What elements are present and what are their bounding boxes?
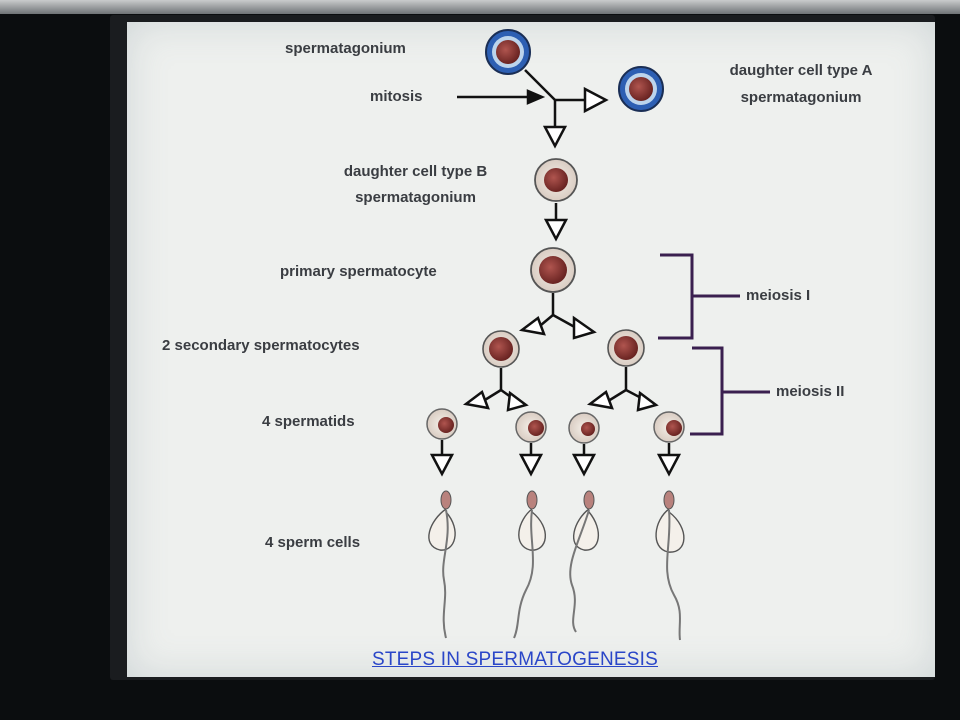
daughter-b-label-line1: daughter cell type B xyxy=(343,163,488,180)
spermatid-cell xyxy=(568,412,600,444)
secondary-spermatocytes-label: 2 secondary spermatocytes xyxy=(162,337,360,354)
mitosis-branch xyxy=(524,69,609,149)
meiosis2-label: meiosis II xyxy=(776,383,845,400)
spermatids-label: 4 spermatids xyxy=(262,413,355,430)
meiosis1-branch xyxy=(518,293,597,340)
sperm-cell xyxy=(655,490,685,641)
mitosis-arrow xyxy=(457,89,546,105)
daughter-a-label-line2: spermatagonium xyxy=(740,89,862,106)
sperm-cell xyxy=(569,490,599,633)
sperm-cell xyxy=(428,490,456,639)
primary-spermatocyte-label: primary spermatocyte xyxy=(280,263,437,280)
daughter-b-cell xyxy=(534,158,578,202)
spermatid-arrows xyxy=(429,440,682,477)
sperm-cell xyxy=(513,490,547,639)
daughter-a-label-line1: daughter cell type A xyxy=(729,62,873,79)
monitor-bezel xyxy=(0,0,960,14)
secondary-spermatocyte-cell xyxy=(482,330,520,368)
spermatid-cell xyxy=(653,411,685,443)
spermatogonium-cell xyxy=(485,29,531,75)
meiosis2-branch-left xyxy=(462,368,529,412)
sperm-cells-label: 4 sperm cells xyxy=(265,534,361,551)
diagram-caption: STEPS IN SPERMATOGENESIS xyxy=(372,649,658,670)
arrow-b-to-primary xyxy=(543,203,569,242)
daughter-b-label-line2: spermatagonium xyxy=(355,189,476,206)
meiosis1-label: meiosis I xyxy=(746,287,811,304)
mitosis-label: mitosis xyxy=(370,88,423,105)
diagram-panel xyxy=(127,22,935,677)
primary-spermatocyte-cell xyxy=(530,247,576,293)
meiosis2-bracket xyxy=(690,346,770,436)
spermatid-cell xyxy=(426,408,458,440)
secondary-spermatocyte-cell xyxy=(607,329,645,367)
meiosis1-bracket xyxy=(658,253,740,340)
daughter-a-cell xyxy=(618,66,664,112)
spermatogonium-label: spermatagonium xyxy=(285,40,406,57)
meiosis2-branch-right xyxy=(586,367,659,412)
spermatid-cell xyxy=(515,411,547,443)
